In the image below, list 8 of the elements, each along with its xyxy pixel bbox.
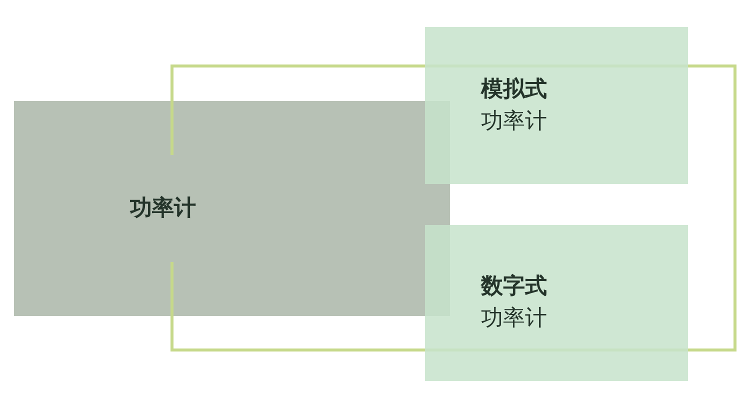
label-box xyxy=(14,101,450,316)
box-heading: 数字式 xyxy=(481,272,547,301)
box-text: 功率计 xyxy=(481,108,547,136)
label-box xyxy=(425,27,688,184)
label-box xyxy=(425,225,688,381)
box-heading: 功率计 xyxy=(130,194,196,222)
box-heading: 模拟式 xyxy=(481,76,547,104)
box-text: 功率计 xyxy=(481,305,547,333)
